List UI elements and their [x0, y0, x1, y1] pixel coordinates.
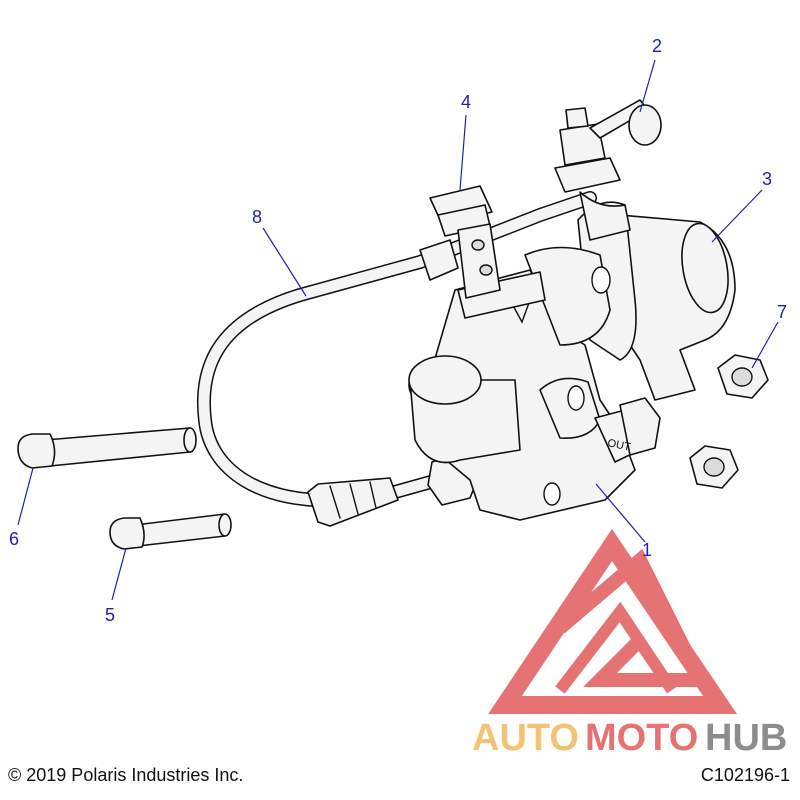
callout-3: 3: [762, 169, 772, 189]
leader-lines: [17, 59, 779, 601]
master-cylinder-main-part-1: OUT: [408, 246, 661, 521]
line-clip: [419, 239, 459, 281]
leader-line-1: [595, 483, 646, 543]
callout-4: 4: [461, 92, 471, 112]
watermark-text-hub: HUB: [705, 717, 787, 759]
callout-8: 8: [252, 207, 262, 227]
leader-line-8: [262, 227, 307, 297]
copyright-text: © 2019 Polaris Industries Inc.: [8, 765, 244, 785]
callout-numbers: 1 2 3 4 5 6 7 8: [9, 36, 787, 625]
callout-6: 6: [9, 529, 19, 549]
callout-1: 1: [642, 540, 652, 560]
nut-part-7-lower: [689, 445, 739, 489]
bleeder-valve-part-2: [554, 99, 662, 241]
port-marking-out: OUT: [606, 437, 631, 454]
long-bolt-part-6: [17, 427, 197, 469]
banjo-bolt-part-4: [429, 185, 501, 299]
leader-line-5: [111, 547, 127, 601]
short-bolt-part-5: [109, 513, 232, 550]
callout-7: 7: [777, 302, 787, 322]
figure-id: C102196-1: [700, 765, 790, 785]
leader-line-2: [639, 59, 656, 113]
watermark-triangle-emblem: [488, 528, 737, 714]
leader-line-7: [751, 321, 779, 369]
watermark-text-auto: AUTO: [472, 717, 579, 759]
nut-part-7-upper: [717, 354, 769, 399]
hose-sleeve: [307, 477, 399, 527]
callout-2: 2: [652, 36, 662, 56]
watermark-logo: AUTO MOTO HUB: [472, 528, 787, 759]
leader-line-6: [17, 467, 34, 526]
callout-5: 5: [105, 605, 115, 625]
brake-line-part-8: [197, 191, 597, 527]
leader-line-4: [459, 114, 467, 191]
watermark-text-moto: MOTO: [585, 717, 698, 759]
leader-line-3: [711, 189, 763, 243]
